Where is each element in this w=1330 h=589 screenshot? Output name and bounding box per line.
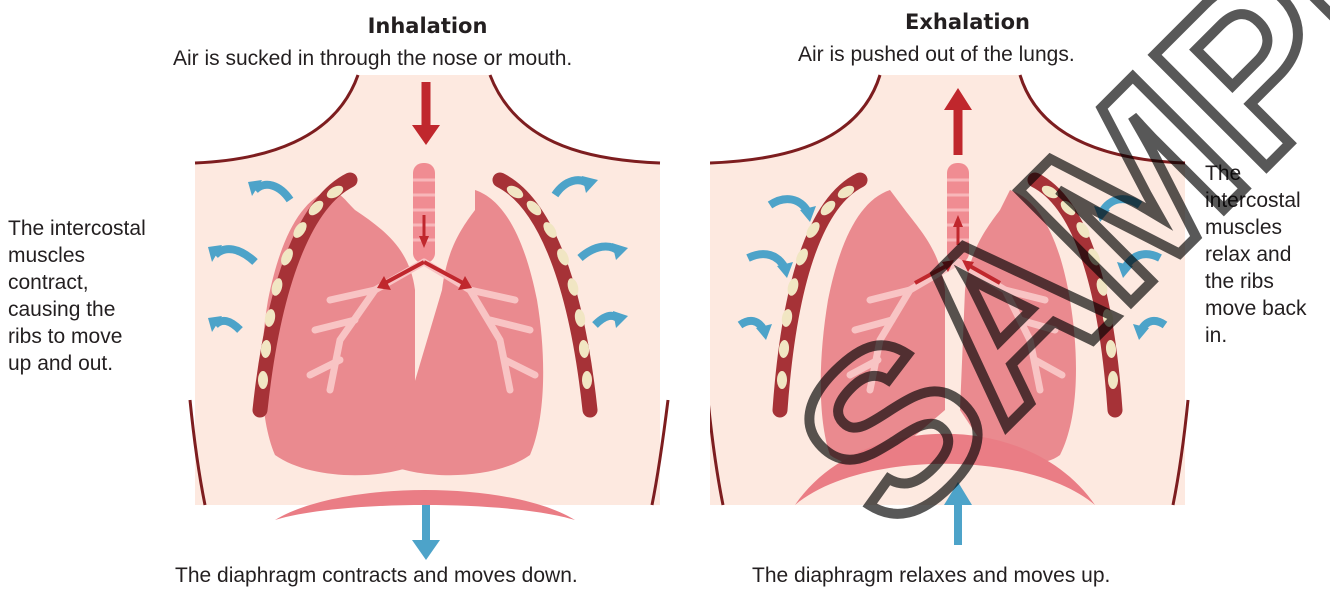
caption-line: ribs to move — [8, 323, 146, 350]
exhalation-muscle-caption: The intercostal muscles relax and the ri… — [1205, 160, 1307, 349]
caption-line: up and out. — [8, 350, 146, 377]
caption-line: The — [1205, 160, 1307, 187]
caption-line: muscles — [8, 242, 146, 269]
trachea — [947, 163, 969, 263]
diaphragm-arrow — [412, 505, 440, 560]
exhalation-diagram — [710, 0, 1210, 589]
caption-line: the ribs — [1205, 268, 1307, 295]
caption-line: move back — [1205, 295, 1307, 322]
caption-line: muscles — [1205, 214, 1307, 241]
inhalation-muscle-caption: The intercostal muscles contract, causin… — [8, 215, 146, 377]
caption-line: causing the — [8, 296, 146, 323]
caption-line: relax and — [1205, 241, 1307, 268]
caption-line: in. — [1205, 322, 1307, 349]
caption-line: The intercostal — [8, 215, 146, 242]
caption-line: contract, — [8, 269, 146, 296]
caption-line: intercostal — [1205, 187, 1307, 214]
inhalation-diagram — [180, 0, 680, 589]
